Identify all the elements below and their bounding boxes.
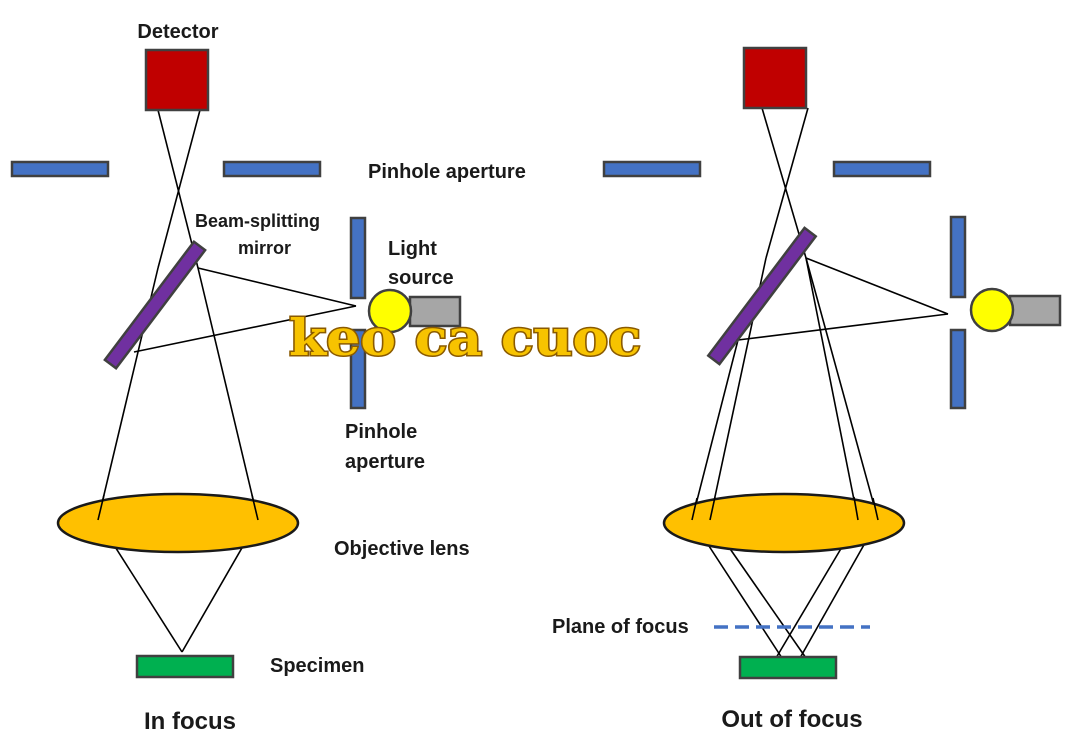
ray-detector-right-cross <box>765 107 809 259</box>
ray-light-upper <box>805 257 949 315</box>
label-in-focus: In focus <box>144 708 236 735</box>
watermark-text: keo ca cuoc <box>289 308 641 367</box>
label-beam-splitter-line1: Beam-splitting <box>195 211 320 231</box>
detector-box <box>742 46 808 110</box>
pinhole-aperture-side-upper-bar <box>349 216 367 300</box>
ray-light-upper <box>197 267 357 307</box>
pinhole-aperture-side-lower-bar <box>949 328 967 410</box>
objective-lens <box>662 492 906 554</box>
label-light-source-line2: source <box>388 267 454 289</box>
objective-lens <box>56 492 300 554</box>
label-pinhole-aperture-top: Pinhole aperture <box>368 161 526 183</box>
pinhole-aperture-side-lower-bar <box>349 328 367 410</box>
lens-ray-right-inside <box>251 494 259 521</box>
label-pinhole-aperture-side-line1: Pinhole <box>345 421 417 443</box>
ray-light-lower <box>737 313 949 341</box>
lens-ray-r-inside <box>853 496 859 521</box>
lens-ray-ll-inside <box>691 497 698 521</box>
ray-detector-left-cross <box>157 109 199 269</box>
lens-ray-left-inside <box>97 494 105 521</box>
out-of-focus-panel: Plane of focus Out of focus <box>552 46 1062 733</box>
label-pinhole-aperture-side-line2: aperture <box>345 451 425 473</box>
label-detector: Detector <box>137 21 218 43</box>
in-focus-rays <box>97 109 357 653</box>
pinhole-aperture-top-right-bar <box>832 160 932 178</box>
ray-detector-left-cross <box>761 107 807 259</box>
ray-light-lower <box>133 305 357 353</box>
label-specimen: Specimen <box>270 655 364 677</box>
light-source-bulb <box>367 288 413 334</box>
pinhole-aperture-top-left-bar <box>602 160 702 178</box>
ray-outer-left-to-lens <box>691 339 739 521</box>
ray-detector-right-cross <box>157 109 201 269</box>
light-source-housing <box>1008 294 1062 327</box>
beam-splitting-mirror <box>103 239 207 371</box>
ray-mirror-right-to-lens <box>805 257 879 521</box>
in-focus-panel: Detector Pinhole aperture Beam-splitting… <box>10 21 526 735</box>
ray-outer-right-to-lens <box>805 257 859 521</box>
pinhole-aperture-side-upper-bar <box>949 215 967 299</box>
label-beam-splitter-line2: mirror <box>238 238 291 258</box>
label-objective-lens: Objective lens <box>334 538 470 560</box>
specimen <box>135 654 235 679</box>
lens-inner-rays <box>691 496 879 521</box>
label-plane-of-focus: Plane of focus <box>552 616 689 638</box>
pinhole-aperture-top-right-bar <box>222 160 322 178</box>
specimen <box>738 655 838 680</box>
ray-mirror-right-to-lens <box>197 267 259 521</box>
beam-splitting-mirror <box>706 226 818 366</box>
pinhole-aperture-top-left-bar <box>10 160 110 178</box>
light-source-housing <box>408 295 462 328</box>
lens-ray-rr-inside <box>872 497 879 521</box>
out-of-focus-rays <box>691 107 949 659</box>
light-source-bulb <box>969 287 1015 333</box>
label-out-of-focus: Out of focus <box>721 706 862 733</box>
lens-ray-l-inside <box>709 496 716 521</box>
detector-box <box>144 48 210 112</box>
label-light-source-line1: Light <box>388 238 437 260</box>
